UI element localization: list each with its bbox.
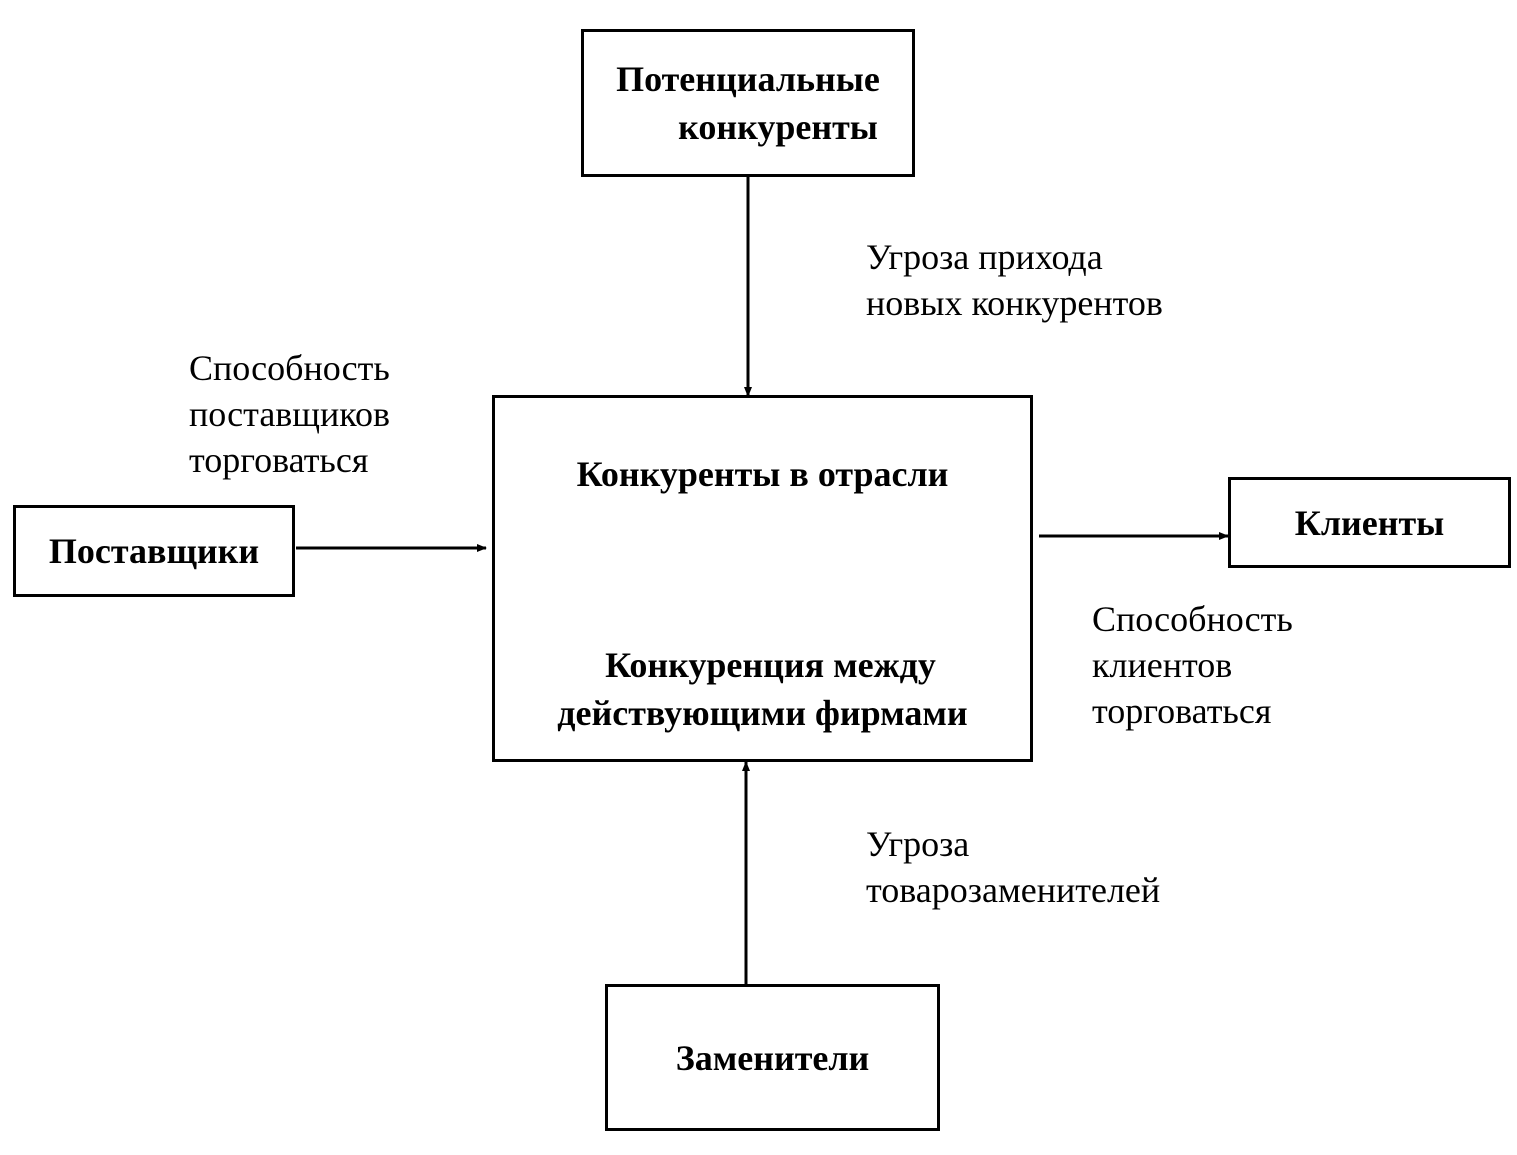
suppliers-box: Поставщики <box>13 505 295 597</box>
substitutes-box: Заменители <box>605 984 940 1131</box>
new-entrants-threat-label: Угроза прихода новых конкурентов <box>866 234 1163 326</box>
suppliers-power-line-1: Способность <box>189 348 390 388</box>
clients-power-line-2: клиентов <box>1092 645 1233 685</box>
substitutes-threat-line-2: товарозаменителей <box>866 870 1161 910</box>
industry-competitors-title: Конкуренты в отрасли <box>492 450 1033 498</box>
new-entrants-threat-line-2: новых конкурентов <box>866 283 1163 323</box>
clients-label: Клиенты <box>1294 502 1445 543</box>
suppliers-power-label: Способность поставщиков торговаться <box>189 345 390 483</box>
new-entrants-threat-line-1: Угроза прихода <box>866 237 1103 277</box>
potential-competitors-line-2: конкуренты <box>678 107 878 147</box>
clients-power-line-3: торговаться <box>1092 691 1272 731</box>
rivalry-line-2: действующими фирмами <box>557 693 968 733</box>
clients-power-label: Способность клиентов торговаться <box>1092 596 1293 734</box>
suppliers-power-line-2: поставщиков <box>189 394 390 434</box>
substitutes-threat-line-1: Угроза <box>866 824 970 864</box>
suppliers-label: Поставщики <box>48 531 260 571</box>
rivalry-line-1: Конкуренция между <box>605 645 936 685</box>
substitutes-threat-label: Угроза товарозаменителей <box>866 821 1160 913</box>
industry-competitors-title-text: Конкуренты в отрасли <box>576 454 949 494</box>
clients-power-line-1: Способность <box>1092 599 1293 639</box>
clients-box: Клиенты <box>1228 477 1511 568</box>
potential-competitors-line-1: Потенциальные <box>616 59 880 99</box>
substitutes-label: Заменители <box>675 1037 870 1078</box>
industry-competitors-box <box>492 395 1033 762</box>
suppliers-power-line-3: торговаться <box>189 440 369 480</box>
potential-competitors-box: Потенциальные конкуренты <box>581 29 915 177</box>
rivalry-label: Конкуренция между действующими фирмами <box>492 641 1033 737</box>
potential-competitors-label: Потенциальные конкуренты <box>616 55 880 151</box>
